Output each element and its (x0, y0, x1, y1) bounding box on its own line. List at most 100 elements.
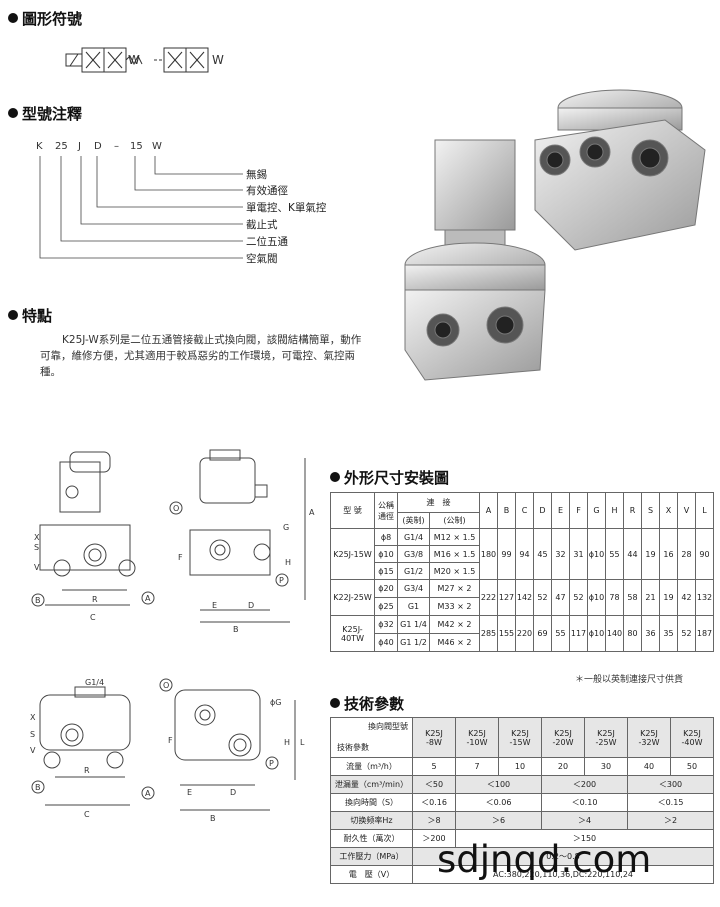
table-cell: K25J-40TW (330, 615, 375, 652)
table-cell: 泄漏量（cm³/min） (330, 775, 413, 794)
dim-x-label: X (30, 713, 36, 722)
table-cell: K22J-25W (330, 579, 375, 616)
table-cell: 285 (479, 615, 498, 652)
valve-product-photo (404, 89, 706, 381)
table-cell: ＜0.06 (455, 793, 542, 812)
th-letter: B (497, 492, 516, 529)
table-cell: G1/2 (397, 562, 430, 580)
table-cell: 21 (641, 579, 660, 616)
table-cell: 電 壓（V） (330, 865, 413, 884)
symbol-w-label: W (212, 53, 224, 67)
th-letter: V (677, 492, 696, 529)
table-cell: ＜0.16 (412, 793, 456, 812)
th-letter: C (515, 492, 534, 529)
port-a-label: A (145, 594, 151, 603)
th-letter: A (479, 492, 498, 529)
dim-a-label: A (309, 508, 315, 517)
table-cell: M46 × 2 (429, 633, 480, 652)
table-cell: 流量（m³/h） (330, 757, 413, 776)
table-cell: K25J (425, 728, 443, 738)
table-cell: 90 (695, 528, 714, 580)
dim-e-label: E (187, 788, 192, 797)
table-cell: 52 (533, 579, 552, 616)
table-cell: 特點 (22, 307, 53, 325)
table-cell: 10 (498, 757, 542, 776)
model-code-char: 25 (55, 141, 68, 152)
table-cell: G3/8 (397, 545, 430, 563)
table-cell: G3/4 (397, 579, 430, 598)
table-cell: 142 (515, 579, 534, 616)
dim-v-label: V (30, 746, 36, 755)
th-model: 型 號 (330, 492, 375, 529)
table-cell: ＞4 (541, 811, 628, 830)
table-row: 泄漏量（cm³/min） ＜50＜100＜200＜300 (330, 775, 714, 794)
table-row: 電 壓（V） AC:380,220,110,36,DC:220,110,24 (330, 865, 714, 884)
dim-d-label: D (230, 788, 236, 797)
table-cell: ϕ32 (374, 615, 398, 634)
table-cell: 19 (641, 528, 660, 580)
g14-label: G1/4 (85, 678, 104, 687)
table-cell: ＜100 (455, 775, 542, 794)
table-cell: 44 (623, 528, 642, 580)
dim-b-label: B (233, 625, 239, 634)
table-cell: 47 (551, 579, 570, 616)
table-cell: 技術參數 (337, 743, 369, 752)
table-row: 換向閥型號 技術參數 K25J-8W K25J-10W K25J-15W K25… (330, 717, 714, 758)
dim-r-label: R (84, 766, 90, 775)
table-cell: M16 × 1.5 (429, 545, 480, 563)
table-cell: 31 (569, 528, 588, 580)
table-cell: G1 1/4 (397, 615, 430, 634)
table-cell: ϕ10 (587, 528, 606, 580)
table-cell: 140 (605, 615, 624, 652)
dims-table-note: ＊一般以英制連接尺寸供貨 (575, 675, 684, 685)
dimension-drawing-lower: G1/4 B A R C X S V O P ϕG L H F E D B (30, 678, 305, 823)
table-cell: 187 (695, 615, 714, 652)
table-cell: ϕ8 (374, 528, 398, 546)
th-metric: (公制) (429, 512, 480, 529)
features-text: K25J-W系列是二位五通管接截止式換向閥，該閥結構簡單，動作可靠，維修方便，尤… (40, 334, 362, 378)
table-cell: 55 (605, 528, 624, 580)
table-cell: 155 (497, 615, 516, 652)
port-b-label: B (35, 783, 41, 792)
tech-header-corner: 換向閥型號 技術參數 (330, 717, 413, 758)
th-nominal: 公稱通徑 (374, 492, 398, 529)
th-letter: D (533, 492, 552, 529)
watermark-text: sdjnqd.com (437, 838, 652, 881)
table-cell: 5 (412, 757, 456, 776)
table-cell: 52 (569, 579, 588, 616)
th-letter: R (623, 492, 642, 529)
table-cell: ϕ40 (374, 633, 398, 652)
table-cell: 58 (623, 579, 642, 616)
model-code-char: D (94, 141, 102, 152)
th-letter: X (659, 492, 678, 529)
table-cell: K25J (597, 728, 615, 738)
spring-symbol (125, 54, 143, 66)
table-cell: K25J (683, 728, 701, 738)
table-cell: ＜0.15 (627, 793, 714, 812)
table-cell: 7 (455, 757, 499, 776)
dim-b-label: B (210, 814, 216, 823)
table-cell: G1 1/2 (397, 633, 430, 652)
table-cell: M33 × 2 (429, 597, 480, 616)
model-code-char: W (152, 141, 162, 152)
table-cell: ＞6 (455, 811, 542, 830)
dim-r-label: R (92, 595, 98, 604)
table-cell: 19 (659, 579, 678, 616)
table-row: 型 號 公稱通徑 連 接 A B C D E F G H R S X V L (330, 492, 714, 529)
table-cell: G1 (397, 597, 430, 616)
table-cell: K25J-25W (584, 717, 628, 758)
table-cell: 50 (670, 757, 714, 776)
tech-params-table: 換向閥型號 技術參數 K25J-8W K25J-10W K25J-15W K25… (330, 717, 714, 884)
port-o-label: O (173, 504, 179, 513)
table-cell: 型號注釋 (22, 105, 83, 123)
table-cell: ＞8 (412, 811, 456, 830)
dim-c-label: C (90, 613, 96, 622)
table-row: 工作壓力（MPa） 0.2～0.8 (330, 847, 714, 866)
table-cell: -8W (426, 737, 442, 747)
